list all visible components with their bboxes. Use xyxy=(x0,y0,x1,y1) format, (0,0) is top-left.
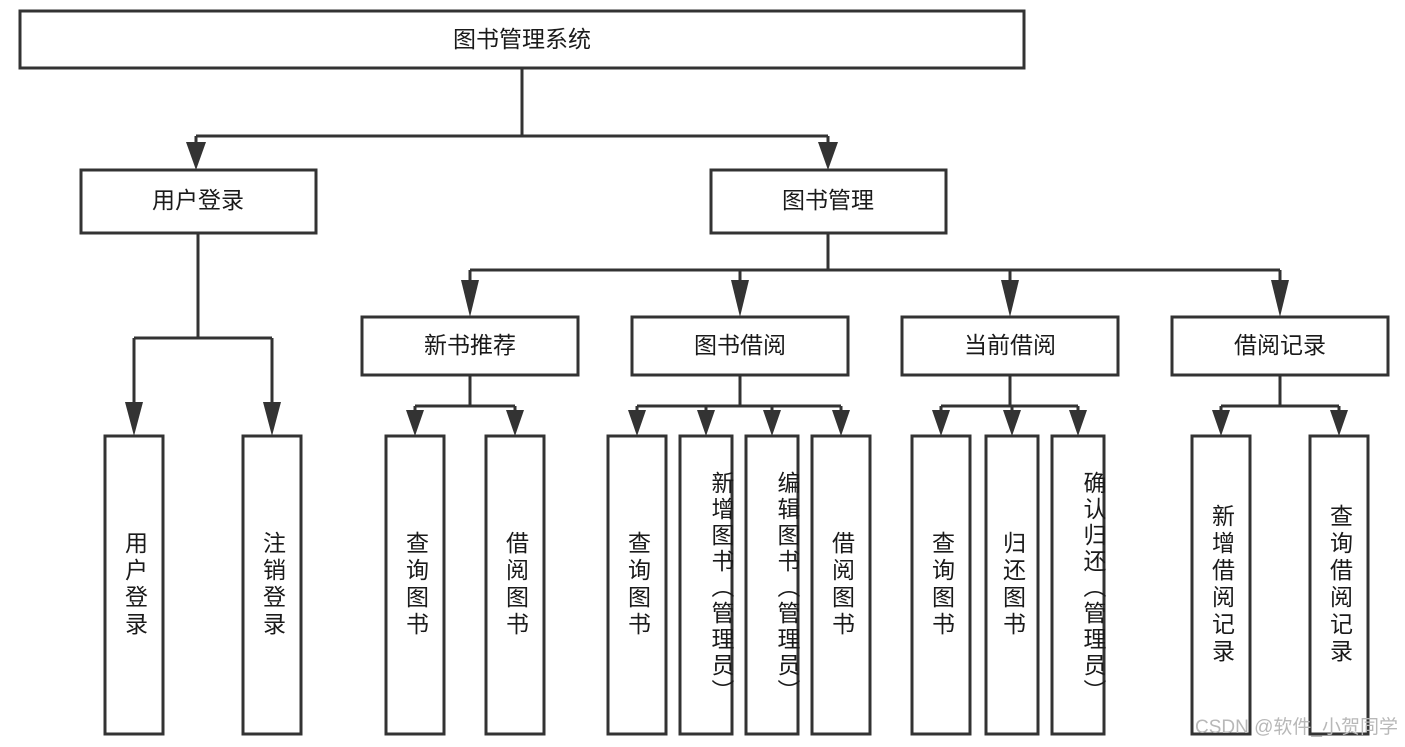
node-book-management-label: 图书管理 xyxy=(782,187,874,213)
node-borrow-records[interactable]: 借阅记录 xyxy=(1170,315,1390,377)
leaf-query-book-rec-box[interactable] xyxy=(384,434,446,736)
leaf-user-login-box[interactable] xyxy=(103,434,165,736)
arrow-head-leaf-add-borrow-record xyxy=(1212,410,1230,436)
arrow-head-leaf-query-book-borrow xyxy=(628,410,646,436)
arrow-head-new-book-recommend xyxy=(461,280,479,317)
node-book-management-box[interactable] xyxy=(709,168,948,235)
leaf-return-book-box[interactable] xyxy=(984,434,1040,736)
connector-group-book-borrow-to-leaves xyxy=(628,375,850,436)
leaf-borrow-book-box[interactable] xyxy=(810,434,872,736)
connector-group-new-book-recommend-to-leaves xyxy=(406,375,524,436)
node-root-label: 图书管理系统 xyxy=(453,26,591,52)
arrow-head-leaf-query-book-rec xyxy=(406,410,424,436)
arrow-head-leaf-confirm-return xyxy=(1069,410,1087,436)
arrow-head-leaf-query-borrow-record xyxy=(1330,410,1348,436)
leaf-boxes-group xyxy=(103,434,1370,736)
node-user-login[interactable]: 用户登录 xyxy=(79,168,318,235)
arrow-head-leaf-edit-book xyxy=(763,410,781,436)
leaf-borrow-book-rec-box[interactable] xyxy=(484,434,546,736)
node-user-login-box[interactable] xyxy=(79,168,318,235)
node-current-borrow[interactable]: 当前借阅 xyxy=(900,315,1120,377)
node-book-borrow-box[interactable] xyxy=(630,315,850,377)
node-current-borrow-label: 当前借阅 xyxy=(964,332,1056,358)
node-root-box[interactable] xyxy=(18,9,1026,70)
leaf-query-borrow-record-box[interactable] xyxy=(1308,434,1370,736)
leaf-add-book-box[interactable] xyxy=(678,434,734,736)
arrow-head-leaf-borrow-book xyxy=(832,410,850,436)
node-new-book-recommend-label: 新书推荐 xyxy=(424,332,516,358)
leaf-query-book-borrow-box[interactable] xyxy=(606,434,668,736)
connector-group-root-to-level2 xyxy=(186,68,838,170)
node-new-book-recommend-box[interactable] xyxy=(360,315,580,377)
node-book-borrow[interactable]: 图书借阅 xyxy=(630,315,850,377)
node-book-management[interactable]: 图书管理 xyxy=(709,168,948,235)
arrow-head-borrow-records xyxy=(1271,280,1289,317)
arrow-head-leaf-query-book-current xyxy=(932,410,950,436)
connector-group-user-login-to-leaves xyxy=(125,233,281,436)
node-book-borrow-label: 图书借阅 xyxy=(694,332,786,358)
arrow-head-leaf-borrow-book-rec xyxy=(506,410,524,436)
connector-group-current-borrow-to-leaves xyxy=(932,375,1087,436)
arrow-head-leaf-return-book xyxy=(1003,410,1021,436)
csdn-watermark: CSDN @软件_小贺同学 xyxy=(1195,716,1398,738)
node-root[interactable]: 图书管理系统 xyxy=(18,9,1026,70)
arrow-head-leaf-logout xyxy=(263,402,281,436)
connector-group-book-management-to-level3 xyxy=(461,233,1289,317)
arrow-head-current-borrow xyxy=(1001,280,1019,317)
connector-group-borrow-records-to-leaves xyxy=(1212,375,1348,436)
arrow-head-user-login xyxy=(186,142,206,170)
node-current-borrow-box[interactable] xyxy=(900,315,1120,377)
arrow-head-leaf-add-book xyxy=(697,410,715,436)
node-new-book-recommend[interactable]: 新书推荐 xyxy=(360,315,580,377)
node-borrow-records-box[interactable] xyxy=(1170,315,1390,377)
leaf-add-borrow-record-box[interactable] xyxy=(1190,434,1252,736)
leaf-logout-box[interactable] xyxy=(241,434,303,736)
leaf-confirm-return-box[interactable] xyxy=(1050,434,1106,736)
node-user-login-label: 用户登录 xyxy=(152,187,244,213)
node-borrow-records-label: 借阅记录 xyxy=(1234,332,1326,358)
leaf-edit-book-box[interactable] xyxy=(744,434,800,736)
arrow-head-leaf-user-login xyxy=(125,402,143,436)
arrow-head-book-management xyxy=(818,142,838,170)
arrow-head-book-borrow xyxy=(731,280,749,317)
leaf-query-book-current-box[interactable] xyxy=(910,434,972,736)
